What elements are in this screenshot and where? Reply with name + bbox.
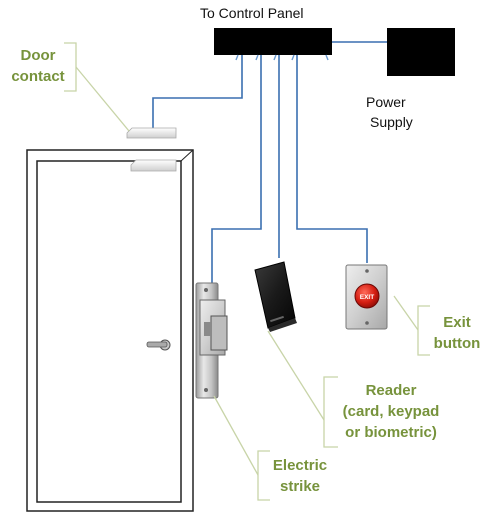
wires bbox=[152, 41, 387, 285]
exit-button-line-1: Exit bbox=[443, 314, 471, 331]
power-supply-box bbox=[387, 28, 455, 76]
door-panel bbox=[36, 160, 182, 503]
wire-ticks bbox=[235, 54, 329, 61]
exit-button-device: EXIT bbox=[345, 264, 388, 330]
electric-strike-line-1: Electric bbox=[272, 457, 328, 474]
power-supply-line-1: Power bbox=[366, 94, 406, 110]
door-contact-label: Door contact bbox=[2, 45, 74, 87]
electric-strike-device bbox=[195, 282, 228, 399]
electric-strike-line-2: strike bbox=[279, 478, 321, 495]
power-supply-line-2: Supply bbox=[370, 114, 413, 130]
door-contact-sensor bbox=[126, 127, 177, 172]
label-brackets bbox=[64, 42, 430, 501]
exit-red-button bbox=[354, 283, 380, 309]
door-contact-line-1: Door bbox=[20, 47, 56, 64]
power-supply-label: Power Supply bbox=[366, 92, 436, 132]
control-panel-label: To Control Panel bbox=[200, 5, 304, 21]
electric-strike-label: Electric strike bbox=[260, 455, 340, 497]
reader-line-3: or biometric) bbox=[345, 424, 437, 441]
control-panel-box bbox=[214, 28, 332, 55]
wire-door-contact bbox=[152, 55, 243, 128]
wire-exit-button bbox=[296, 55, 368, 263]
door-handle bbox=[146, 339, 171, 351]
reader-label: Reader (card, keypad or biometric) bbox=[326, 380, 456, 443]
exit-badge-text: EXIT bbox=[360, 294, 374, 301]
exit-button-label: Exit button bbox=[421, 312, 493, 354]
reader-line-2: (card, keypad bbox=[342, 403, 440, 420]
door-contact-line-2: contact bbox=[11, 68, 65, 85]
exit-button-line-2: button bbox=[433, 335, 481, 352]
reader-line-1: Reader bbox=[365, 382, 417, 399]
card-reader-device bbox=[254, 261, 297, 332]
wire-electric-strike bbox=[211, 55, 262, 285]
